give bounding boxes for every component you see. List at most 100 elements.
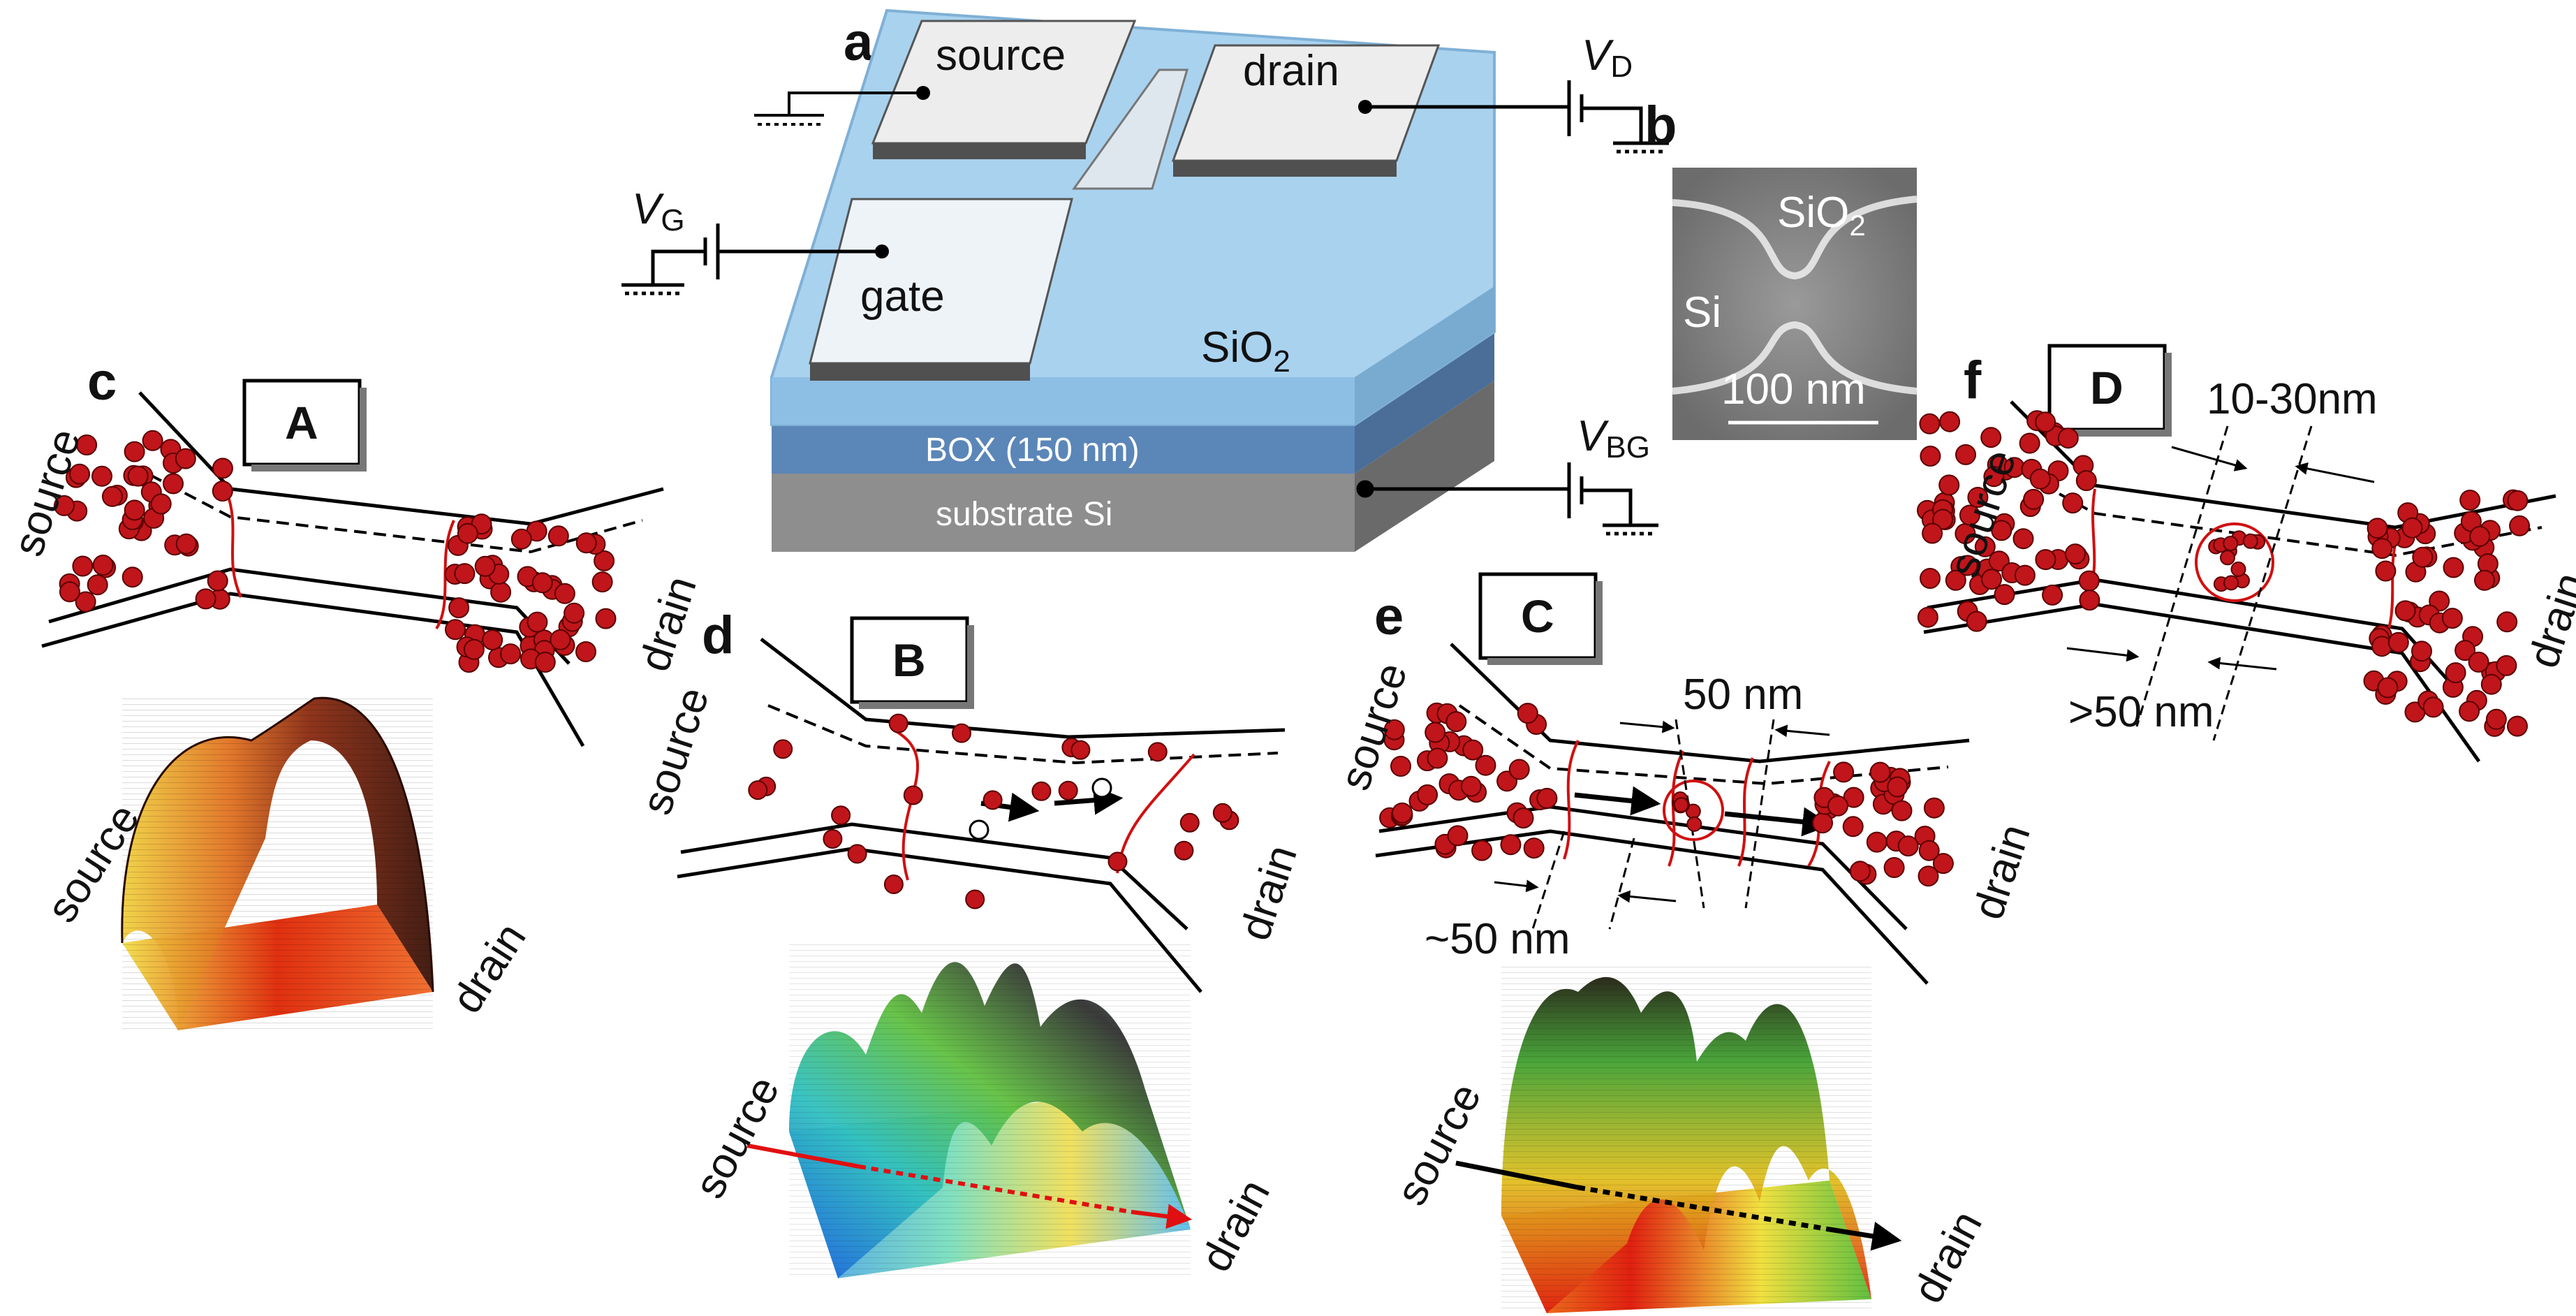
electron-dot (965, 889, 985, 909)
electron-dot (595, 608, 617, 629)
electron-dot (2422, 696, 2444, 718)
electron-dot (1500, 834, 1522, 856)
sem-scale-label: 100 nm (1721, 365, 1866, 414)
electron-dot (2496, 611, 2518, 633)
electron-dot (2220, 550, 2235, 566)
electron-dot (1462, 739, 1484, 761)
electron-dot (2496, 655, 2517, 676)
panel-e-state-c: e C 50 nm (1331, 572, 2040, 1313)
electron-cloud-f-source (1917, 410, 2100, 632)
electron-dot (534, 652, 556, 673)
oxide-front (772, 377, 1355, 425)
electron-dot (1974, 536, 1996, 557)
electron-dot (1174, 840, 1194, 861)
electron-dot (124, 441, 145, 462)
electron-dot (2371, 538, 2393, 560)
drain-label-e: drain (1964, 819, 2040, 925)
electron-dot (823, 829, 843, 849)
electron-cloud-e-source (1379, 702, 1558, 861)
panel-d-state-b: d B source drain source dr (633, 606, 1307, 1280)
electron-dot (2507, 715, 2528, 737)
electron-dot (1945, 569, 1966, 591)
barrier-line-e-3 (1737, 757, 1754, 867)
electron-dot (2012, 528, 2034, 550)
svg-text:B: B (892, 634, 926, 686)
transport-arrow-e-2 (1724, 807, 1832, 837)
electron-dot (1939, 411, 1961, 432)
electron-dot (2223, 575, 2239, 591)
dim-label-f-top: 10-30nm (2207, 375, 2378, 423)
electron-dot (75, 591, 96, 613)
electron-cloud-f-drain (2363, 489, 2531, 737)
electron-dot (101, 485, 123, 507)
electron-dot (1827, 795, 1848, 817)
panel-b-sem: b SiO2 Si 100 nm (1644, 96, 1918, 440)
electron-dot (564, 602, 585, 624)
electron-dot (92, 555, 114, 576)
plot-source-label-d: source (685, 1069, 788, 1206)
electron-cloud-d (748, 713, 1239, 909)
substrate-side (1355, 381, 1494, 552)
source-ground-wire (754, 92, 923, 126)
electron-dot (2394, 600, 2416, 622)
electron-dot (2387, 631, 2409, 653)
flow-arrow-b-in (746, 1143, 860, 1169)
electron-dot (1919, 413, 1941, 434)
flow-arrow-c-in (1455, 1160, 1579, 1190)
electron-dot (1833, 761, 1855, 783)
electron-dot (1212, 803, 1232, 823)
potential-surface-b (746, 943, 1193, 1278)
electron-dot (1058, 780, 1078, 800)
electron-dot (2014, 564, 2036, 586)
backgate-voltage-source (1356, 462, 1658, 536)
electron-cloud-c-source (53, 430, 233, 613)
barrier-line-e-2 (1668, 750, 1684, 867)
electron-dot (1392, 802, 1413, 824)
electron-dot (212, 458, 233, 479)
electron-dot (847, 844, 867, 864)
electron-dot (550, 629, 571, 650)
electron-dot (463, 638, 485, 660)
electron-dot (2474, 569, 2495, 591)
electron-dot (454, 563, 476, 585)
electron-dot (1955, 444, 1976, 465)
electron-dot (748, 780, 768, 800)
vbg-label: VBG (1577, 412, 1650, 465)
electron-dot (527, 611, 548, 633)
electron-dot (2509, 515, 2531, 536)
electron-dot (1994, 584, 2015, 606)
electron-dot (2401, 517, 2423, 539)
electron-dot (1983, 466, 2005, 488)
electron-dot (2029, 468, 2051, 490)
plot-source-label-e: source (1387, 1076, 1490, 1213)
electron-dot (1991, 520, 2012, 541)
electron-dot (212, 481, 233, 502)
box-side (1355, 332, 1494, 474)
electron-dot (2079, 590, 2100, 611)
electron-dot (1869, 761, 1891, 783)
electron-dot (1922, 522, 1943, 544)
flow-arrow-c-mid (1577, 1185, 1830, 1232)
flow-arrow-c-out (1829, 1222, 1902, 1251)
electron-dot (1981, 569, 2002, 590)
electron-dot (2469, 525, 2491, 547)
sem-lower-edge (1672, 321, 1918, 395)
panel-letter-a: a (844, 13, 874, 72)
electron-dot (773, 739, 793, 759)
dimension-tilde-50nm (1494, 831, 1677, 930)
electron-dot (474, 555, 496, 577)
nanowire-dash-d (767, 704, 1279, 765)
electron-dot (448, 597, 470, 619)
panel-letter-c: c (87, 352, 117, 411)
gate-pad-label: gate (860, 272, 945, 321)
electron-dot (1147, 742, 1168, 762)
gate-pad-edge (810, 363, 1030, 381)
electron-dot (87, 574, 108, 596)
svg-text:C: C (1521, 590, 1554, 642)
electron-dot (982, 790, 1003, 810)
nanowire-dash-e (1458, 704, 1949, 786)
electron-dot (591, 571, 613, 593)
electron-dot (1959, 504, 1980, 526)
electron-dot (2023, 488, 2045, 510)
state-box-c: C (1478, 572, 1603, 665)
